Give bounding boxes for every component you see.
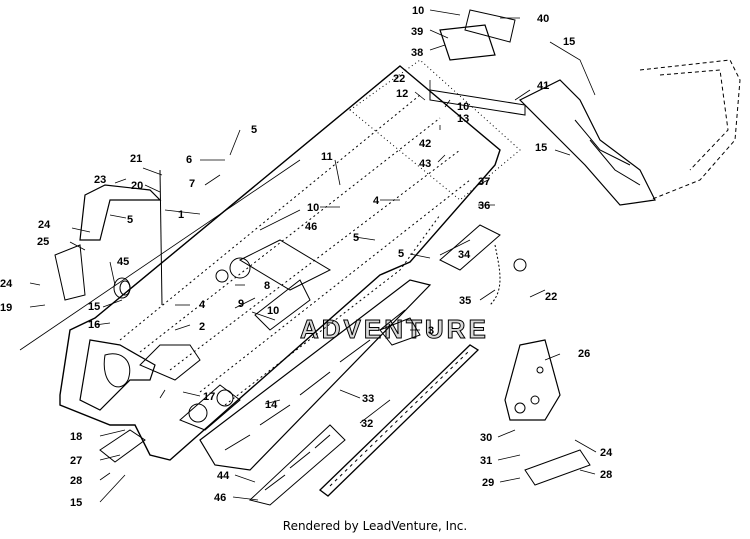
callout-17: 17 — [203, 391, 215, 403]
callout-5d: 5 — [398, 248, 404, 260]
tunnel-assembly — [59, 59, 521, 461]
callout-4a: 4 — [373, 195, 380, 207]
callout-25: 25 — [37, 236, 49, 248]
callout-24c: 24 — [600, 447, 613, 459]
callout-10a: 10 — [412, 5, 424, 17]
callout-15a: 15 — [563, 36, 575, 48]
callout-15b: 15 — [535, 142, 547, 154]
callout-6: 6 — [186, 154, 192, 166]
callout-15d: 15 — [70, 497, 82, 509]
callout-16: 16 — [88, 319, 100, 331]
running-board-rail — [319, 344, 480, 497]
callout-20: 20 — [131, 180, 143, 192]
callout-31: 31 — [480, 455, 492, 467]
callout-39: 39 — [411, 26, 423, 38]
callout-10d: 10 — [267, 305, 279, 317]
callout-36: 36 — [478, 200, 490, 212]
side-bracket — [54, 244, 86, 301]
callout-12: 12 — [396, 88, 408, 100]
callout-7: 7 — [189, 178, 195, 190]
callout-9: 9 — [238, 298, 244, 310]
top-bracket — [439, 9, 516, 61]
callout-15c: 15 — [88, 301, 100, 313]
callout-42: 42 — [419, 138, 431, 150]
callout-22b: 22 — [545, 291, 557, 303]
callout-32: 32 — [361, 418, 373, 430]
callout-23: 23 — [94, 174, 106, 186]
callout-5c: 5 — [353, 232, 359, 244]
callout-43: 43 — [419, 158, 431, 170]
chain-assembly — [439, 224, 527, 306]
callout-18: 18 — [70, 431, 82, 443]
footrest-grid — [199, 279, 432, 506]
callout-22a: 22 — [393, 73, 405, 85]
callout-11: 11 — [321, 151, 333, 163]
callout-1: 1 — [178, 209, 184, 221]
callout-46a: 46 — [305, 221, 317, 233]
callout-45: 45 — [117, 256, 129, 268]
callout-33: 33 — [362, 393, 374, 405]
callout-27: 27 — [70, 455, 82, 467]
callout-19: 19 — [0, 302, 12, 314]
callout-28a: 28 — [70, 475, 82, 487]
idler-wheel — [113, 277, 131, 299]
callout-35: 35 — [459, 295, 471, 307]
rear-crossbar — [429, 89, 526, 116]
callout-46b: 46 — [214, 492, 226, 504]
callout-26: 26 — [578, 348, 590, 360]
callout-30: 30 — [480, 432, 492, 444]
callout-21: 21 — [130, 153, 142, 165]
cap-27 — [99, 429, 146, 463]
callout-40: 40 — [537, 13, 549, 25]
grab-handle — [79, 169, 163, 306]
callout-44: 44 — [217, 470, 230, 482]
footer-credit: Rendered by LeadVenture, Inc. — [282, 519, 468, 533]
callout-3: 3 — [428, 325, 434, 337]
callout-4b: 4 — [199, 299, 206, 311]
rear-side-bracket — [504, 339, 561, 421]
mount-bracket-3 — [379, 317, 421, 346]
callout-13: 13 — [457, 113, 469, 125]
callout-5b: 5 — [127, 214, 133, 226]
callout-38: 38 — [411, 47, 423, 59]
callout-37: 37 — [478, 176, 490, 188]
callout-28b: 28 — [600, 469, 612, 481]
callout-labels: 10 40 39 38 15 22 41 12 10 13 42 43 15 5… — [0, 5, 613, 509]
callout-10c: 10 — [307, 202, 319, 214]
callout-5a: 5 — [251, 124, 257, 136]
callout-10b: 10 — [457, 101, 469, 113]
callout-2: 2 — [199, 321, 205, 333]
callout-29: 29 — [482, 477, 494, 489]
callout-24b: 24 — [0, 278, 13, 290]
callout-34: 34 — [458, 249, 471, 261]
rear-flap-assembly — [518, 59, 741, 206]
callout-8: 8 — [264, 280, 270, 292]
lower-guard — [524, 449, 591, 486]
callout-24a: 24 — [38, 219, 51, 231]
callout-14: 14 — [265, 399, 278, 411]
callout-41: 41 — [537, 80, 549, 92]
